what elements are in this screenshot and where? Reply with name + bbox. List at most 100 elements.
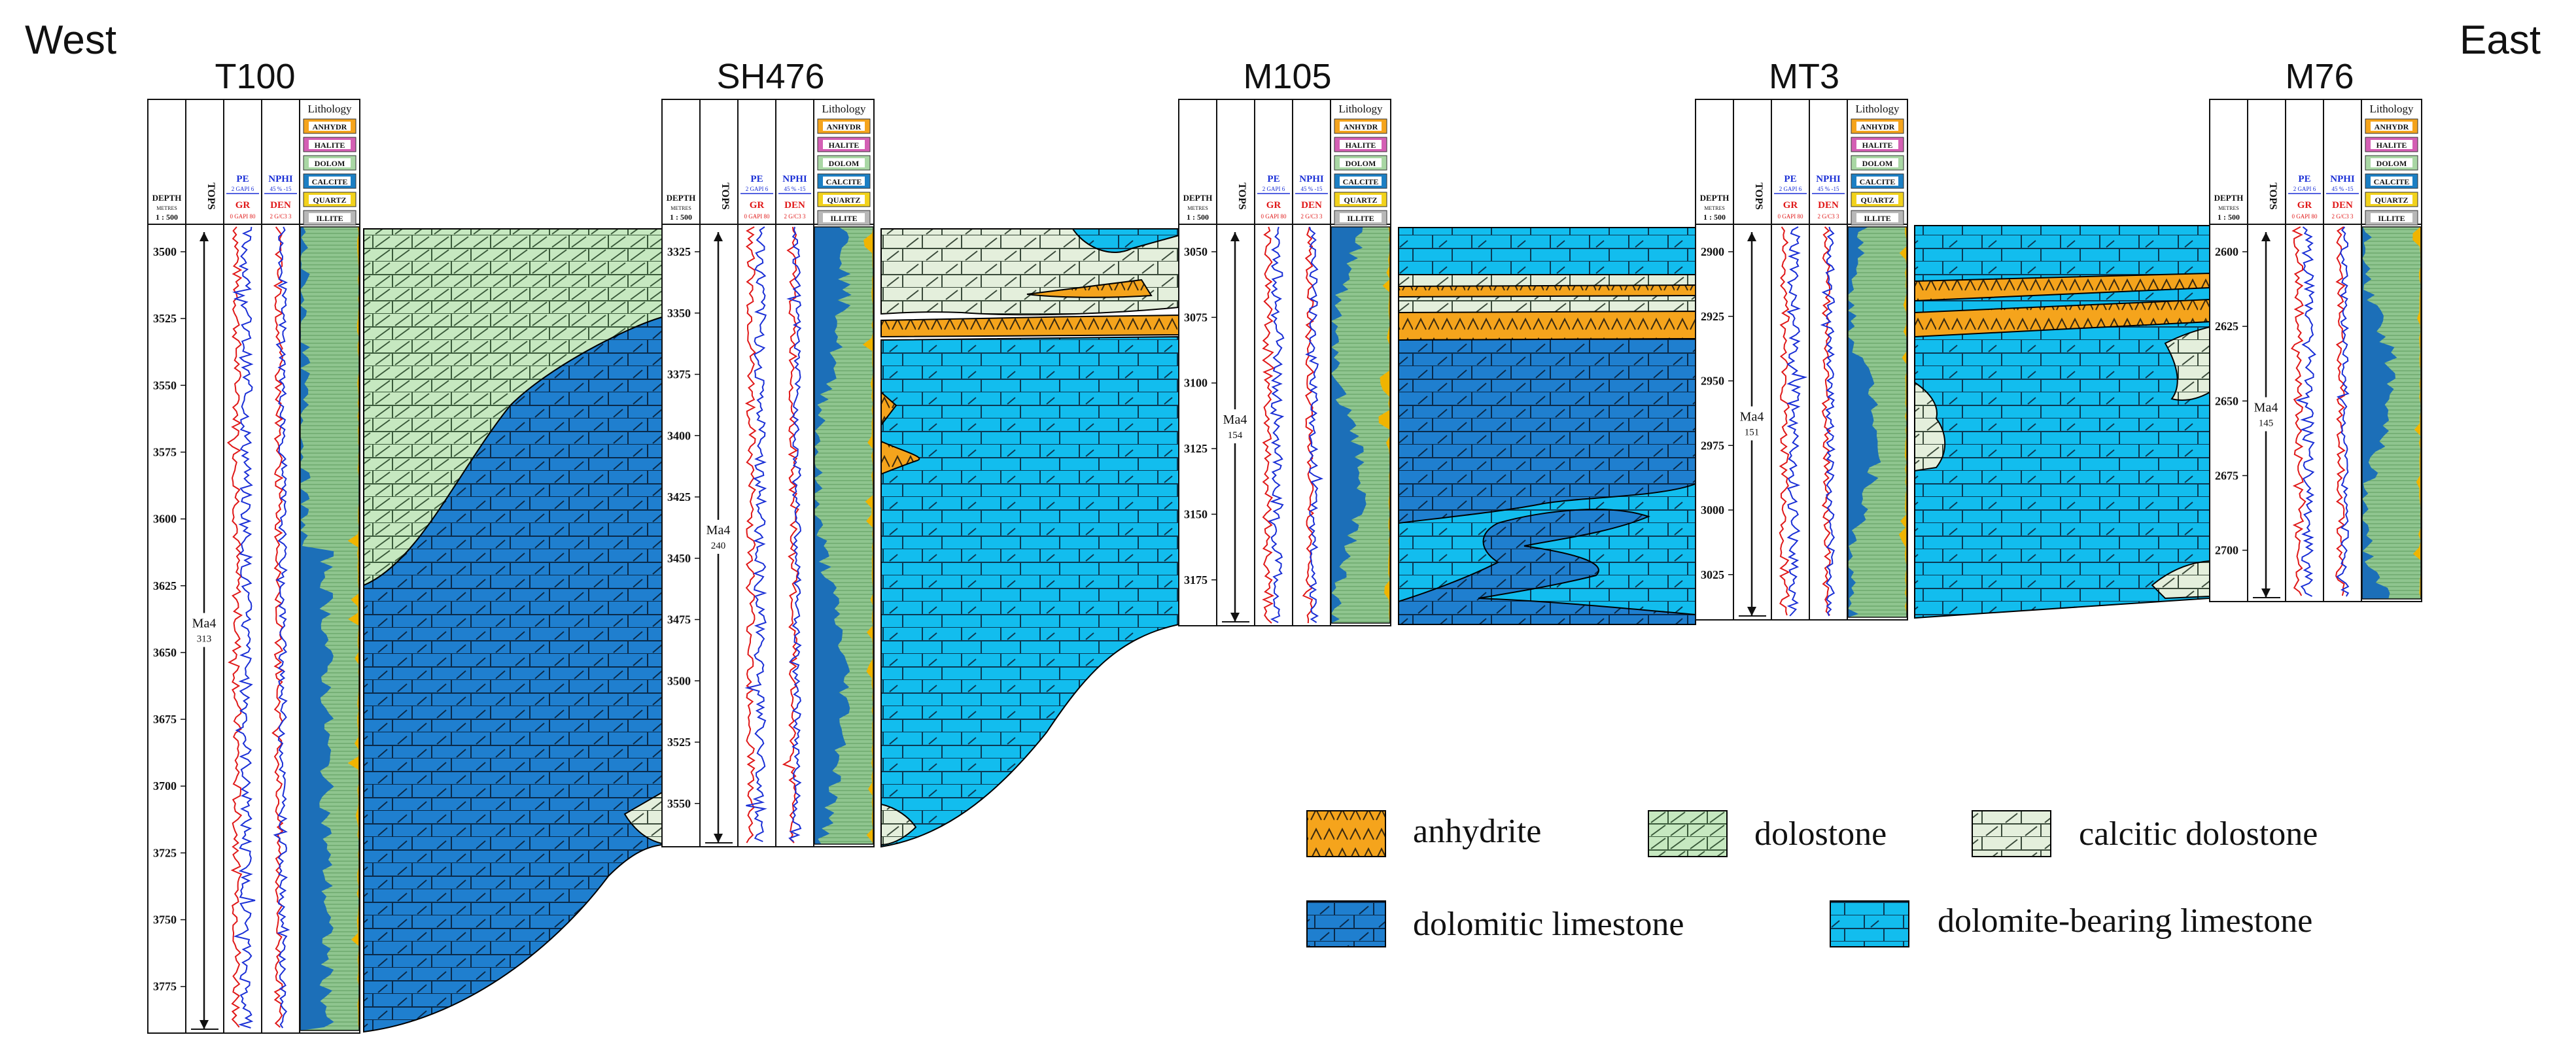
nphi-header: NPHI xyxy=(2330,174,2355,184)
unit-arrow-head-top xyxy=(2261,232,2271,241)
scale-header: 1 : 500 xyxy=(670,213,692,222)
depth-label: 2975 xyxy=(1701,439,1724,452)
gr-header: GR xyxy=(1783,200,1798,211)
lithology-chip-label-bg xyxy=(823,195,865,204)
gr-curve xyxy=(1779,226,1790,616)
depth-label: 2950 xyxy=(1701,375,1724,388)
pe-scale: 2 GAPI 6 xyxy=(232,186,254,192)
panel-2-calcitic-lens xyxy=(880,803,917,846)
legend-item-anhydrite: anhydrite xyxy=(1306,810,1541,857)
depth-header: DEPTH xyxy=(152,193,182,203)
lithology-chip-label: DOLOM xyxy=(315,159,345,168)
lithology-chip-label-bg xyxy=(1856,213,1898,222)
unit-arrow-head-top xyxy=(200,232,209,241)
lithology-chip-label-bg xyxy=(1340,140,1382,149)
pe-scale: 2 GAPI 6 xyxy=(1262,186,1285,192)
den-curve xyxy=(271,226,285,1028)
den-header: DEN xyxy=(1301,200,1322,211)
unit-thickness: 240 xyxy=(711,541,726,551)
tops-header: TOPS xyxy=(1236,182,1247,210)
west-label: West xyxy=(25,18,116,63)
nphi-scale: 45 % -15 xyxy=(2332,186,2354,192)
lithology-anhydrite-fill xyxy=(862,227,873,844)
tops-header: TOPS xyxy=(205,182,217,210)
depth-label: 3700 xyxy=(153,779,177,792)
den-curve xyxy=(1821,226,1832,616)
scale-header: 1 : 500 xyxy=(1187,213,1209,222)
lithology-chip-label: HALITE xyxy=(1346,141,1376,150)
metres-header: METRES xyxy=(1187,205,1208,211)
den-header: DEN xyxy=(270,200,291,211)
unit-label-bg xyxy=(705,520,731,554)
lithology-chip-label: CALCITE xyxy=(1860,177,1896,186)
lithology-chip-label-bg xyxy=(823,177,865,186)
lithology-anhydrite-fill xyxy=(1898,227,1907,617)
legend-item-dolbearing: dolomite-bearing limestone xyxy=(1830,900,2312,947)
legend-label-dolbearing: dolomite-bearing limestone xyxy=(1938,902,2312,940)
nphi-curve xyxy=(2336,226,2350,597)
depth-header: DEPTH xyxy=(2214,193,2244,203)
nphi-header: NPHI xyxy=(268,174,293,184)
well-name: MT3 xyxy=(1769,57,1839,96)
lithology-header: Lithology xyxy=(2369,103,2414,115)
nphi-curve xyxy=(273,226,290,1029)
lithology-chip-label-bg xyxy=(1856,158,1898,167)
depth-label: 3575 xyxy=(153,445,177,458)
unit-arrow-head-bottom xyxy=(1230,613,1240,622)
lithology-header: Lithology xyxy=(307,103,352,115)
gr-scale: 0 GAPI 80 xyxy=(744,213,770,220)
lithology-chip-label-bg xyxy=(309,122,351,131)
lithology-calcite-fill xyxy=(1331,227,1366,623)
lithology-chip-label: ILLITE xyxy=(830,214,857,223)
lithology-chip-label: ANHYDR xyxy=(1344,122,1378,131)
unit-label-bg xyxy=(1222,409,1248,443)
lithology-chip-label: HALITE xyxy=(315,141,345,150)
lithology-chip-label-bg xyxy=(309,195,351,204)
nphi-scale: 45 % -15 xyxy=(1818,186,1839,192)
metres-header: METRES xyxy=(156,205,177,211)
scale-header: 1 : 500 xyxy=(156,213,178,222)
pe-scale: 2 GAPI 6 xyxy=(2293,186,2316,192)
depth-label: 3525 xyxy=(153,312,177,325)
pe-header: PE xyxy=(750,174,763,184)
depth-header: DEPTH xyxy=(1700,193,1730,203)
unit-arrow-head-top xyxy=(1230,232,1240,241)
depth-label: 2675 xyxy=(2215,469,2238,482)
scale-header: 1 : 500 xyxy=(1703,213,1726,222)
depth-label: 3000 xyxy=(1701,503,1724,517)
depth-label: 3025 xyxy=(1701,568,1724,581)
gr-curve xyxy=(744,226,757,843)
pe-curve xyxy=(2295,226,2316,597)
lithology-chip-label-bg xyxy=(1856,195,1898,204)
depth-header: DEPTH xyxy=(667,193,696,203)
lithology-chip-label: DOLOM xyxy=(1346,159,1376,168)
depth-label: 3500 xyxy=(667,674,691,687)
lithology-chip-label: ILLITE xyxy=(316,214,343,223)
lithology-chip-label: CALCITE xyxy=(826,177,862,186)
den-scale: 2 G/C3 3 xyxy=(1300,213,1323,220)
lithology-column-frame xyxy=(1847,226,1907,618)
unit-name: Ma4 xyxy=(192,617,217,631)
panel-1-dolostone xyxy=(363,228,663,587)
lithology-header: Lithology xyxy=(1338,103,1383,115)
lithology-chip-label: DOLOM xyxy=(1862,159,1893,168)
scale-header: 1 : 500 xyxy=(2218,213,2240,222)
depth-label: 3625 xyxy=(153,579,177,592)
pe-curve xyxy=(1786,226,1808,617)
unit-arrow-head-bottom xyxy=(200,1020,209,1029)
tops-header: TOPS xyxy=(720,182,731,210)
lithology-chip-label: DOLOM xyxy=(829,159,860,168)
depth-label: 3550 xyxy=(667,797,691,810)
legend-item-calcitic: calcitic dolostone xyxy=(1972,810,2318,857)
den-header: DEN xyxy=(784,200,805,211)
lithology-chip-label: ANHYDR xyxy=(313,122,347,131)
depth-label: 3450 xyxy=(667,552,691,565)
well-name: M76 xyxy=(2285,57,2354,96)
lithology-chip-label-bg xyxy=(823,158,865,167)
pe-curve xyxy=(232,226,256,1029)
tops-header: TOPS xyxy=(1753,182,1764,210)
lithology-chip-label: ILLITE xyxy=(2378,214,2405,223)
unit-name: Ma4 xyxy=(2254,401,2278,415)
